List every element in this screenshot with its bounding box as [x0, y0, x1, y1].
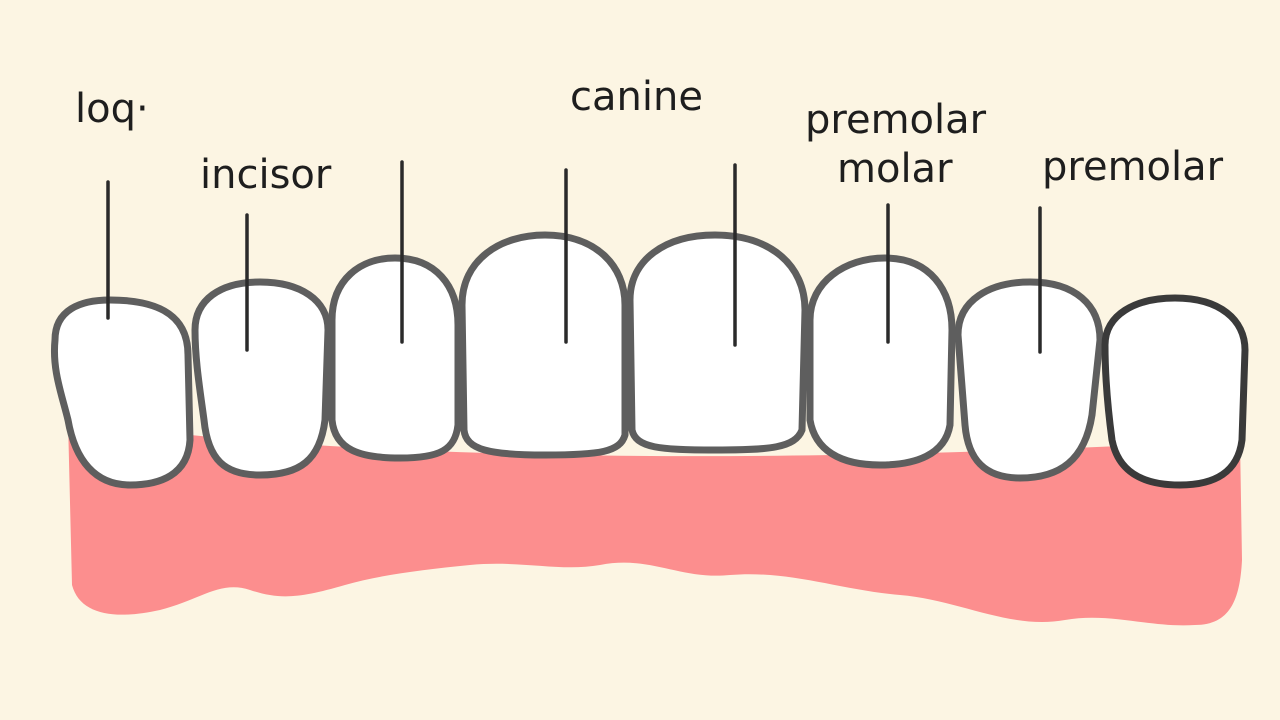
leader-lines	[106, 160, 1042, 354]
tooth-3	[328, 254, 462, 462]
tooth-7	[954, 278, 1104, 482]
teeth-row	[50, 231, 1249, 489]
tooth-8	[1101, 294, 1249, 489]
label-canine: canine	[570, 74, 703, 120]
label-incisor: incisor	[200, 152, 332, 198]
tooth-2	[191, 278, 332, 479]
label-premolar-molar-line2: molar	[837, 146, 953, 192]
tooth-6	[806, 254, 956, 469]
label-premolar: premolar	[1042, 144, 1224, 190]
gum	[68, 420, 1242, 626]
label-premolar-molar-line1: premolar	[805, 97, 987, 143]
tooth-5	[626, 231, 809, 454]
tooth-4	[458, 231, 629, 459]
tooth-labels: loq· incisor canine premolar molar premo…	[75, 74, 1224, 198]
label-loq: loq·	[75, 86, 149, 132]
